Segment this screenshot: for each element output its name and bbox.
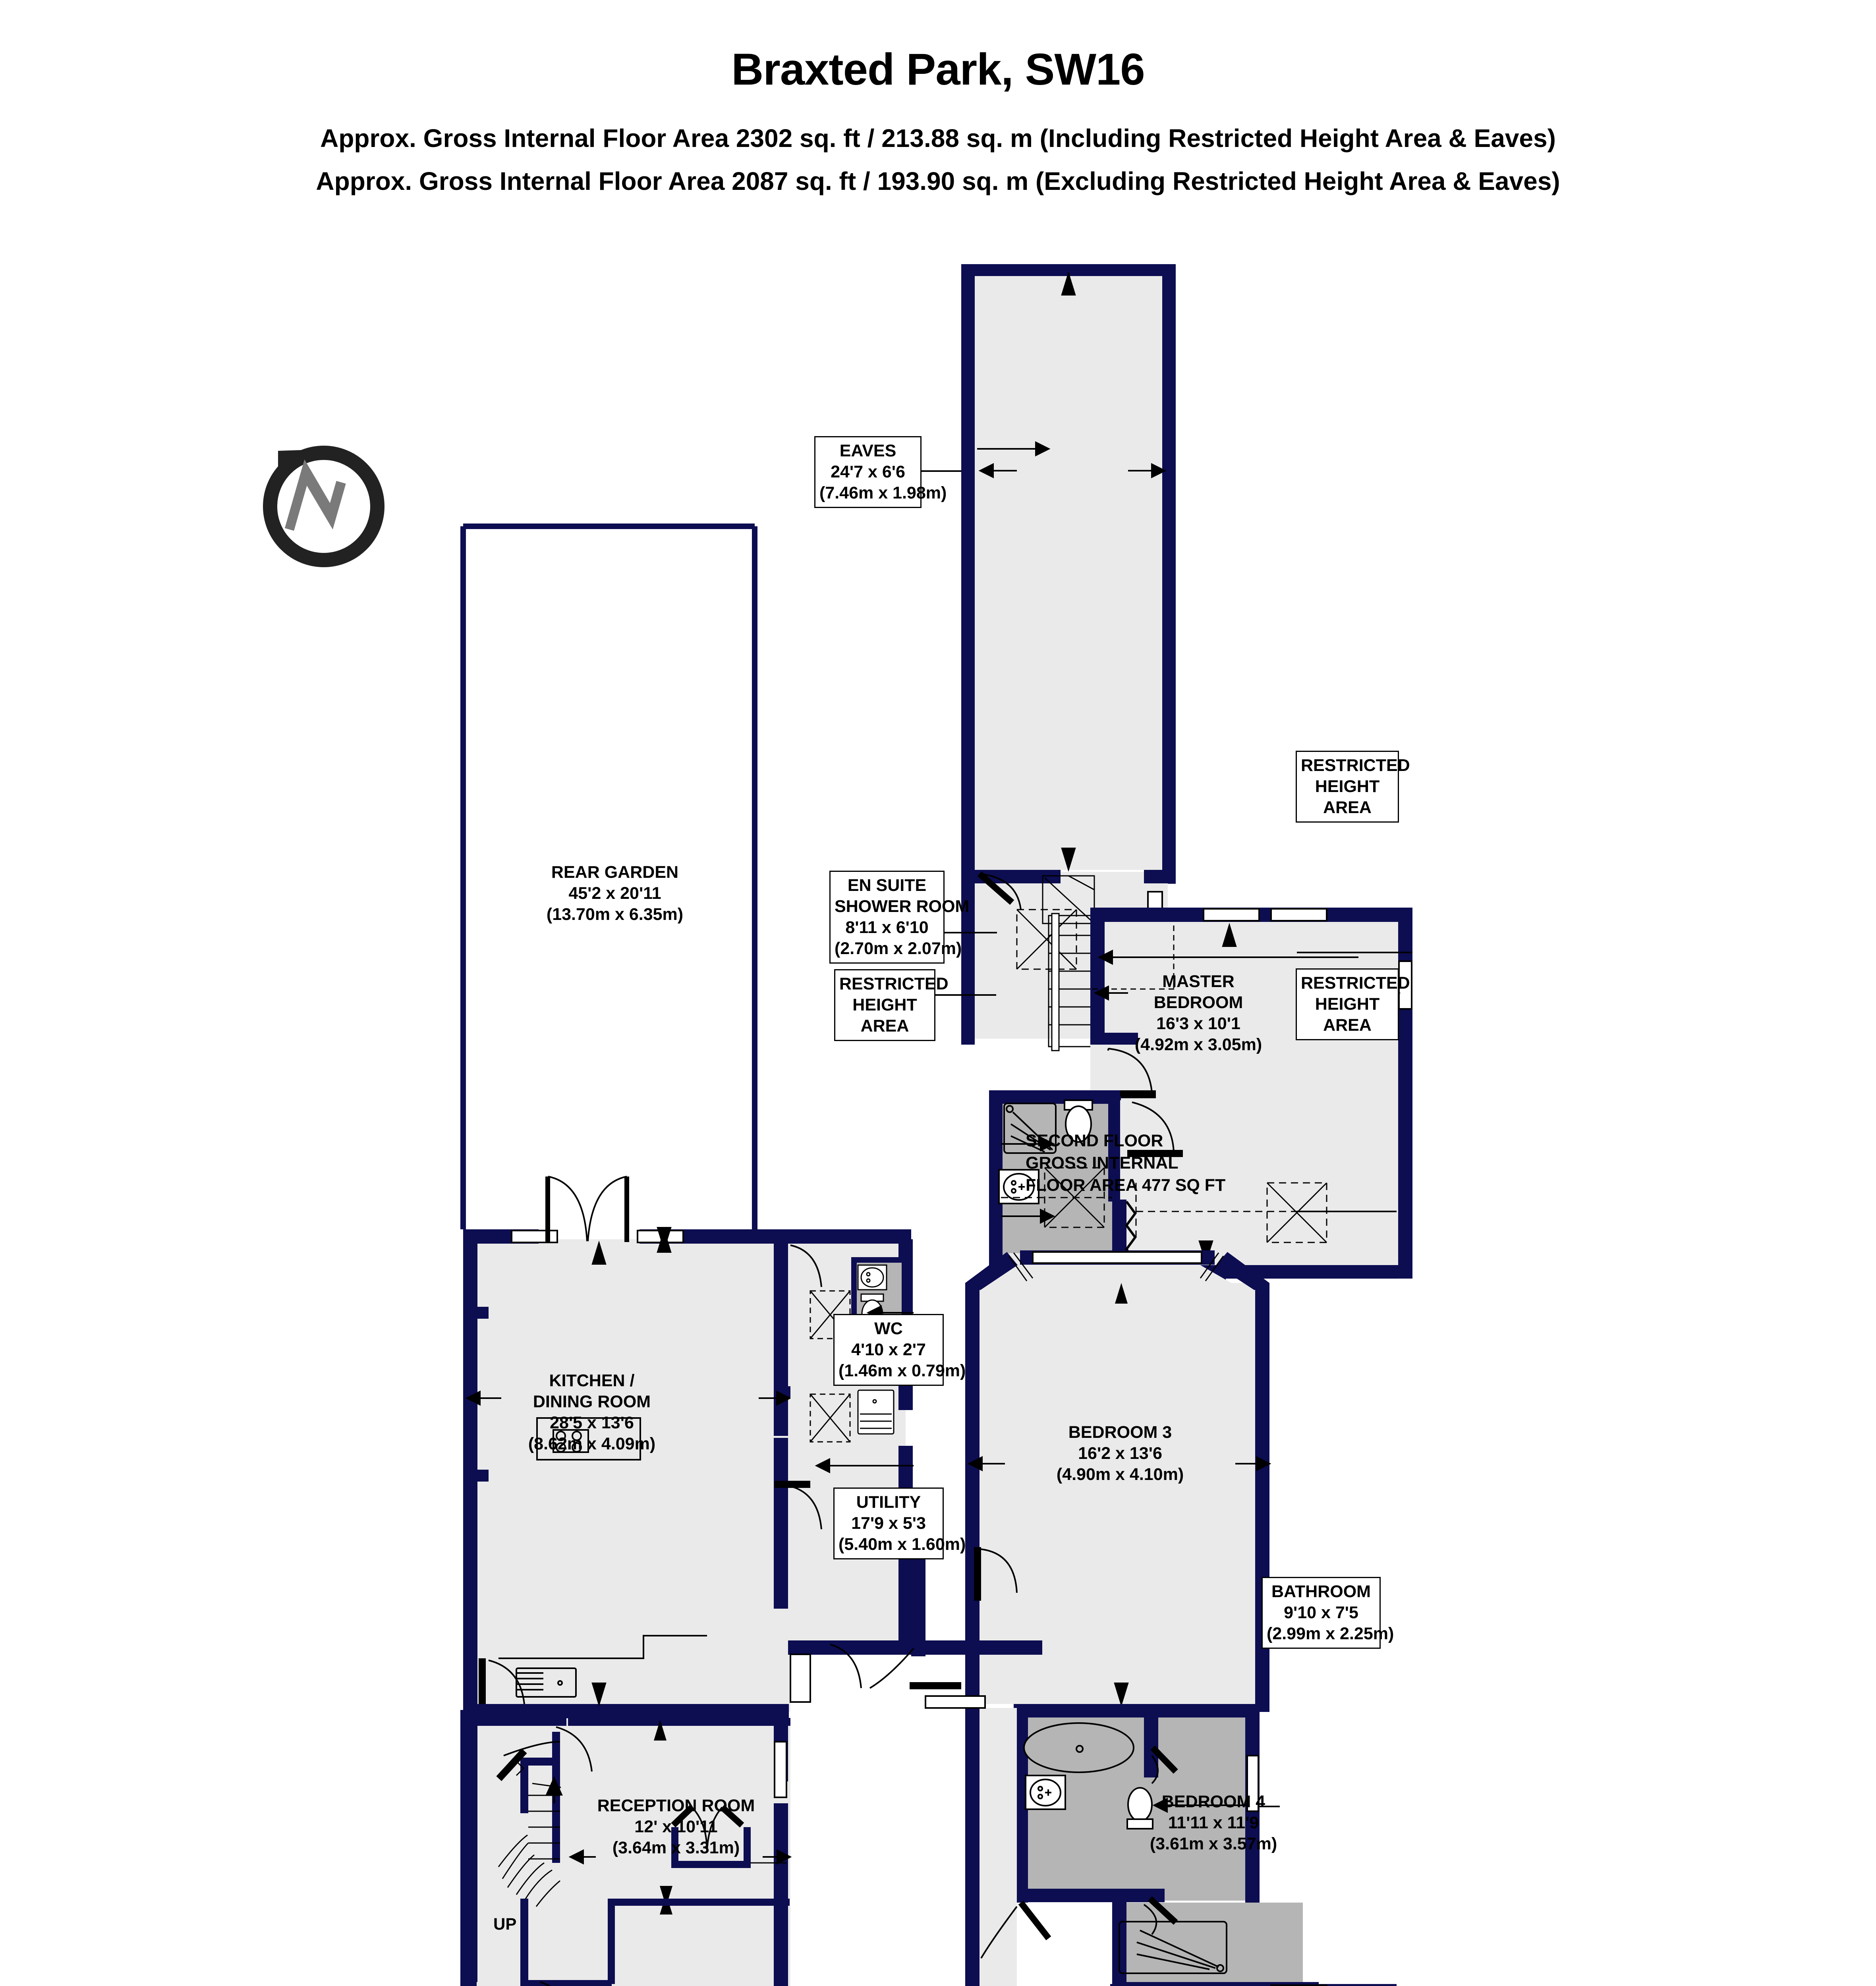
restricted-2-line1: RESTRICTED xyxy=(1301,756,1410,775)
master-bedroom-name-1: MASTER xyxy=(1162,972,1235,991)
restricted-1-line1: RESTRICTED xyxy=(839,974,949,993)
en-suite-metric: (2.70m x 2.07m) xyxy=(835,939,962,958)
restricted-3-line3: AREA xyxy=(1323,1015,1372,1035)
en-suite-name-1: EN SUITE xyxy=(847,876,927,895)
bedroom-3-imperial: 16'2 x 13'6 xyxy=(1078,1443,1162,1463)
master-bedroom-name-2: BEDROOM xyxy=(1153,993,1243,1012)
bedroom-3-name: BEDROOM 3 xyxy=(1068,1423,1172,1442)
rear-garden-imperial: 45'2 x 20'11 xyxy=(568,883,661,903)
callout-utility: UTILITY 17'9 x 5'3 (5.40m x 1.60m) xyxy=(833,1488,966,1559)
bedroom-4-metric: (3.61m x 3.57m) xyxy=(1150,1834,1277,1853)
bedroom-4-imperial: 11'11 x 11'9 xyxy=(1168,1813,1259,1832)
second-floor-line2: GROSS INTERNAL xyxy=(1026,1153,1179,1173)
restricted-1-line2: HEIGHT xyxy=(852,995,917,1014)
page-title: Braxted Park, SW16 xyxy=(731,44,1145,94)
page-header: Braxted Park, SW16 Approx. Gross Interna… xyxy=(0,0,1876,196)
callout-restricted-height-1: RESTRICTED HEIGHT AREA xyxy=(834,969,949,1041)
bedroom-4-name: BEDROOM 4 xyxy=(1161,1792,1265,1811)
bathroom-metric: (2.99m x 2.25m) xyxy=(1267,1624,1394,1643)
utility-imperial: 17'9 x 5'3 xyxy=(851,1513,926,1533)
second-floor-line3: FLOOR AREA 477 SQ FT xyxy=(1026,1175,1226,1195)
utility-metric: (5.40m x 1.60m) xyxy=(839,1534,966,1554)
restricted-3-line2: HEIGHT xyxy=(1315,994,1380,1014)
gross-area-excluding: Approx. Gross Internal Floor Area 2087 s… xyxy=(316,167,1560,195)
callout-wc: WC 4'10 x 2'7 (1.46m x 0.79m) xyxy=(833,1314,966,1386)
bedroom-3-metric: (4.90m x 4.10m) xyxy=(1056,1464,1184,1484)
kitchen-dining-metric: (8.62m x 4.09m) xyxy=(528,1434,656,1453)
restricted-2-line3: AREA xyxy=(1323,798,1372,817)
compass-icon xyxy=(263,446,384,567)
bathroom-name: BATHROOM xyxy=(1271,1582,1371,1601)
roomlabel-bedroom-3: BEDROOM 3 16'2 x 13'6 (4.90m x 4.10m) xyxy=(1057,1422,1184,1485)
rear-garden-name: REAR GARDEN xyxy=(551,863,679,882)
roomlabel-bedroom-4: BEDROOM 4 11'11 x 11'9 (3.61m x 3.57m) xyxy=(1150,1791,1277,1855)
kitchen-dining-name-1: KITCHEN / xyxy=(549,1371,635,1390)
eaves-metric: (7.46m x 1.98m) xyxy=(819,483,947,502)
roomlabel-rear-garden: REAR GARDEN 45'2 x 20'11 (13.70m x 6.35m… xyxy=(547,862,683,925)
bathroom-imperial: 9'10 x 7'5 xyxy=(1284,1603,1358,1622)
eaves-imperial: 24'7 x 6'6 xyxy=(831,462,905,481)
callout-en-suite: EN SUITE SHOWER ROOM 8'11 x 6'10 (2.70m … xyxy=(829,871,970,964)
eaves-name: EAVES xyxy=(839,441,896,460)
roomlabel-kitchen-dining: KITCHEN / DINING ROOM 28'5 x 13'6 (8.62m… xyxy=(528,1370,655,1455)
gross-area-including: Approx. Gross Internal Floor Area 2302 s… xyxy=(320,124,1556,153)
callout-eaves: EAVES 24'7 x 6'6 (7.46m x 1.98m) xyxy=(814,436,947,508)
master-bedroom-metric: (4.92m x 3.05m) xyxy=(1134,1035,1262,1054)
wc-imperial: 4'10 x 2'7 xyxy=(851,1340,926,1359)
wc-name: WC xyxy=(874,1319,903,1338)
second-floor-line1: SECOND FLOOR xyxy=(1026,1131,1163,1150)
reception-1-imperial: 12' x 10'11 xyxy=(634,1817,718,1836)
utility-name: UTILITY xyxy=(856,1493,921,1512)
kitchen-dining-name-2: DINING ROOM xyxy=(533,1392,651,1411)
roomlabel-master-bedroom: MASTER BEDROOM 16'3 x 10'1 (4.92m x 3.05… xyxy=(1135,971,1262,1055)
reception-1-metric: (3.64m x 3.31m) xyxy=(612,1838,740,1857)
reception-1-name: RECEPTION ROOM xyxy=(597,1796,755,1815)
en-suite-name-2: SHOWER ROOM xyxy=(835,896,970,916)
rear-garden-metric: (13.70m x 6.35m) xyxy=(546,904,684,924)
restricted-1-line3: AREA xyxy=(860,1016,909,1036)
callout-bathroom: BATHROOM 9'10 x 7'5 (2.99m x 2.25m) xyxy=(1262,1577,1394,1649)
kitchen-dining-imperial: 28'5 x 13'6 xyxy=(550,1413,634,1432)
ground-floor-plan xyxy=(463,1176,1042,1986)
wc-metric: (1.46m x 0.79m) xyxy=(839,1361,966,1380)
roomlabel-reception-room-1: RECEPTION ROOM 12' x 10'11 (3.64m x 3.31… xyxy=(597,1795,755,1858)
callout-restricted-height-2: RESTRICTED HEIGHT AREA xyxy=(1296,751,1410,823)
restricted-3-line1: RESTRICTED xyxy=(1301,974,1410,993)
callout-restricted-height-3: RESTRICTED HEIGHT AREA xyxy=(1296,968,1410,1040)
master-bedroom-imperial: 16'3 x 10'1 xyxy=(1156,1014,1240,1033)
up-marker-ground: UP xyxy=(493,1915,517,1933)
caption-second-floor: SECOND FLOOR GROSS INTERNAL FLOOR AREA 4… xyxy=(1026,1130,1225,1197)
restricted-2-line2: HEIGHT xyxy=(1315,777,1380,796)
en-suite-imperial: 8'11 x 6'10 xyxy=(845,918,929,937)
